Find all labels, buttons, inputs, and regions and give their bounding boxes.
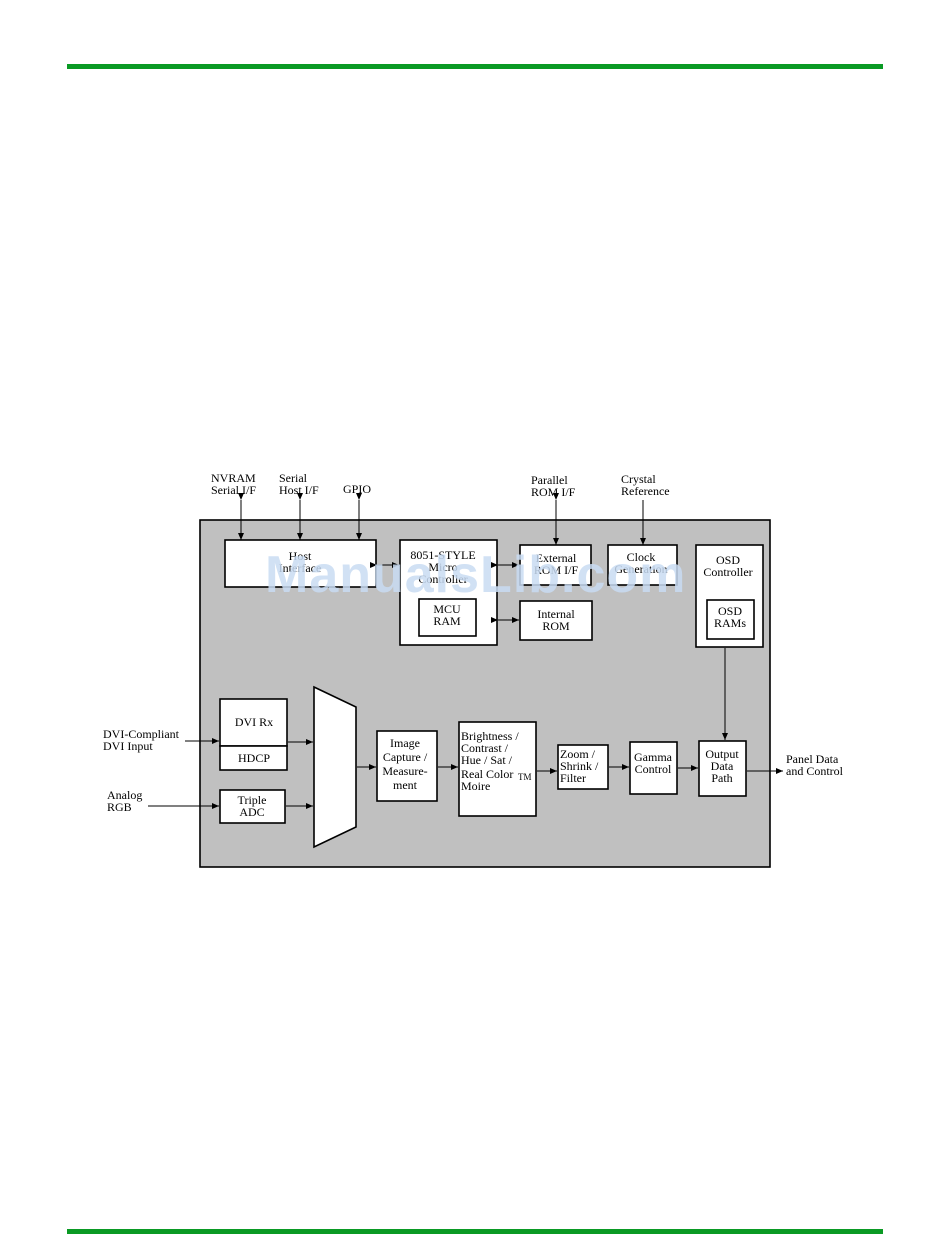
zoom-label: Zoom /Shrink /Filter (560, 747, 599, 785)
brightness-label: Brightness /Contrast /Hue / Sat /Real Co… (461, 729, 519, 793)
input-multiplexer (313, 685, 357, 849)
dvi-rx-block (219, 698, 288, 747)
triple-adc-block (219, 789, 286, 824)
hdcp-block (219, 745, 288, 771)
gamma-block (629, 741, 678, 795)
brightness-block (458, 721, 537, 817)
external-rom-block (519, 544, 592, 586)
zoom-block (557, 744, 609, 790)
internal-rom-block (519, 600, 593, 641)
mcu-ram-block (418, 598, 477, 637)
clock-block (607, 544, 678, 586)
label-gpio: GPIO (343, 482, 371, 496)
top-rule (67, 64, 883, 69)
output-block (698, 740, 747, 797)
image-capture-block (376, 730, 438, 802)
bottom-rule (67, 1229, 883, 1234)
hdcp-label: HDCP (238, 751, 270, 765)
osd-rams-block (706, 599, 755, 640)
brightness-tm: TM (518, 772, 532, 782)
dvi-rx-label: DVI Rx (235, 715, 273, 729)
